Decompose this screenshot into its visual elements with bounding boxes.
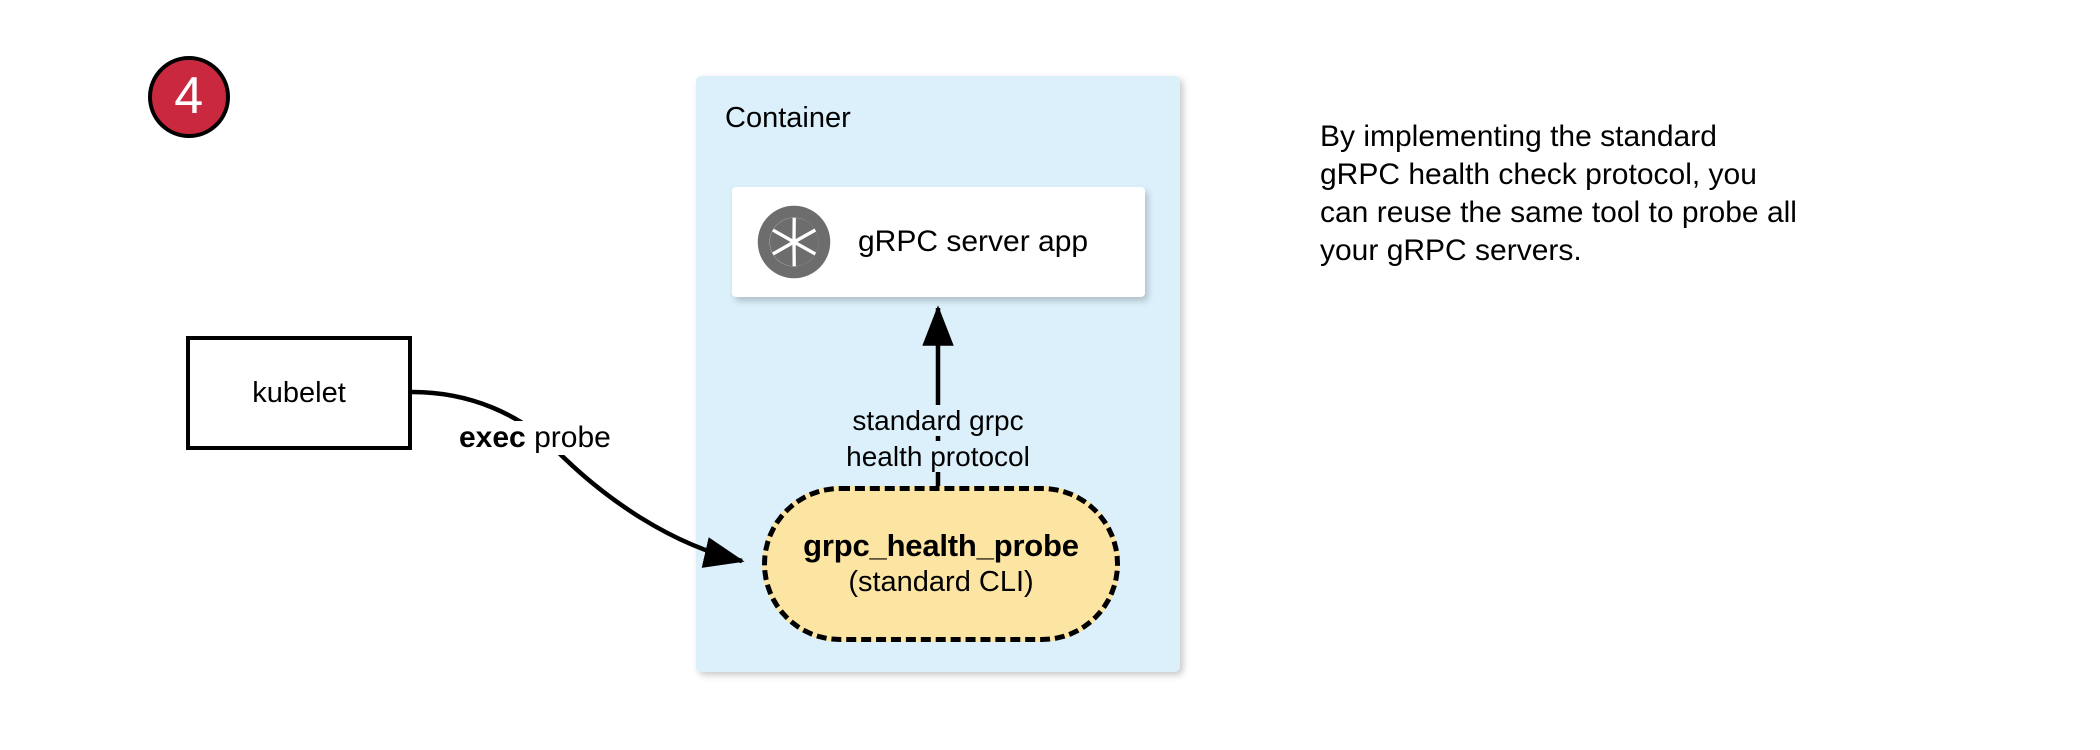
kubelet-label: kubelet <box>252 376 346 409</box>
grpc-server-app-card: gRPC server app <box>732 187 1145 297</box>
description-line-4: your gRPC servers. <box>1320 234 1582 267</box>
exec-probe-label: exec probe <box>455 421 615 455</box>
description-text: By implementing the standard gRPC health… <box>1320 118 1920 270</box>
grpc-server-app-label: gRPC server app <box>858 225 1089 258</box>
exec-probe-emphasis: exec <box>459 421 526 454</box>
kubelet-node: kubelet <box>186 336 412 450</box>
exec-probe-arrow-path <box>411 389 745 568</box>
description-line-2: gRPC health check protocol, you <box>1320 158 1757 191</box>
grpc-health-probe-title: grpc_health_probe <box>803 528 1079 564</box>
grpc-health-probe-node: grpc_health_probe (standard CLI) <box>762 486 1120 642</box>
exec-probe-rest: probe <box>525 421 611 454</box>
grpc-health-probe-subtitle: (standard CLI) <box>848 565 1034 598</box>
description-line-1: By implementing the standard <box>1320 120 1717 153</box>
step-number-badge: 4 <box>148 56 230 138</box>
container-title: Container <box>725 102 851 134</box>
container-panel: Container <box>696 76 1180 672</box>
grpc-aperture-icon <box>757 205 831 279</box>
step-number-label: 4 <box>174 67 204 125</box>
description-line-3: can reuse the same tool to probe all <box>1320 196 1797 229</box>
